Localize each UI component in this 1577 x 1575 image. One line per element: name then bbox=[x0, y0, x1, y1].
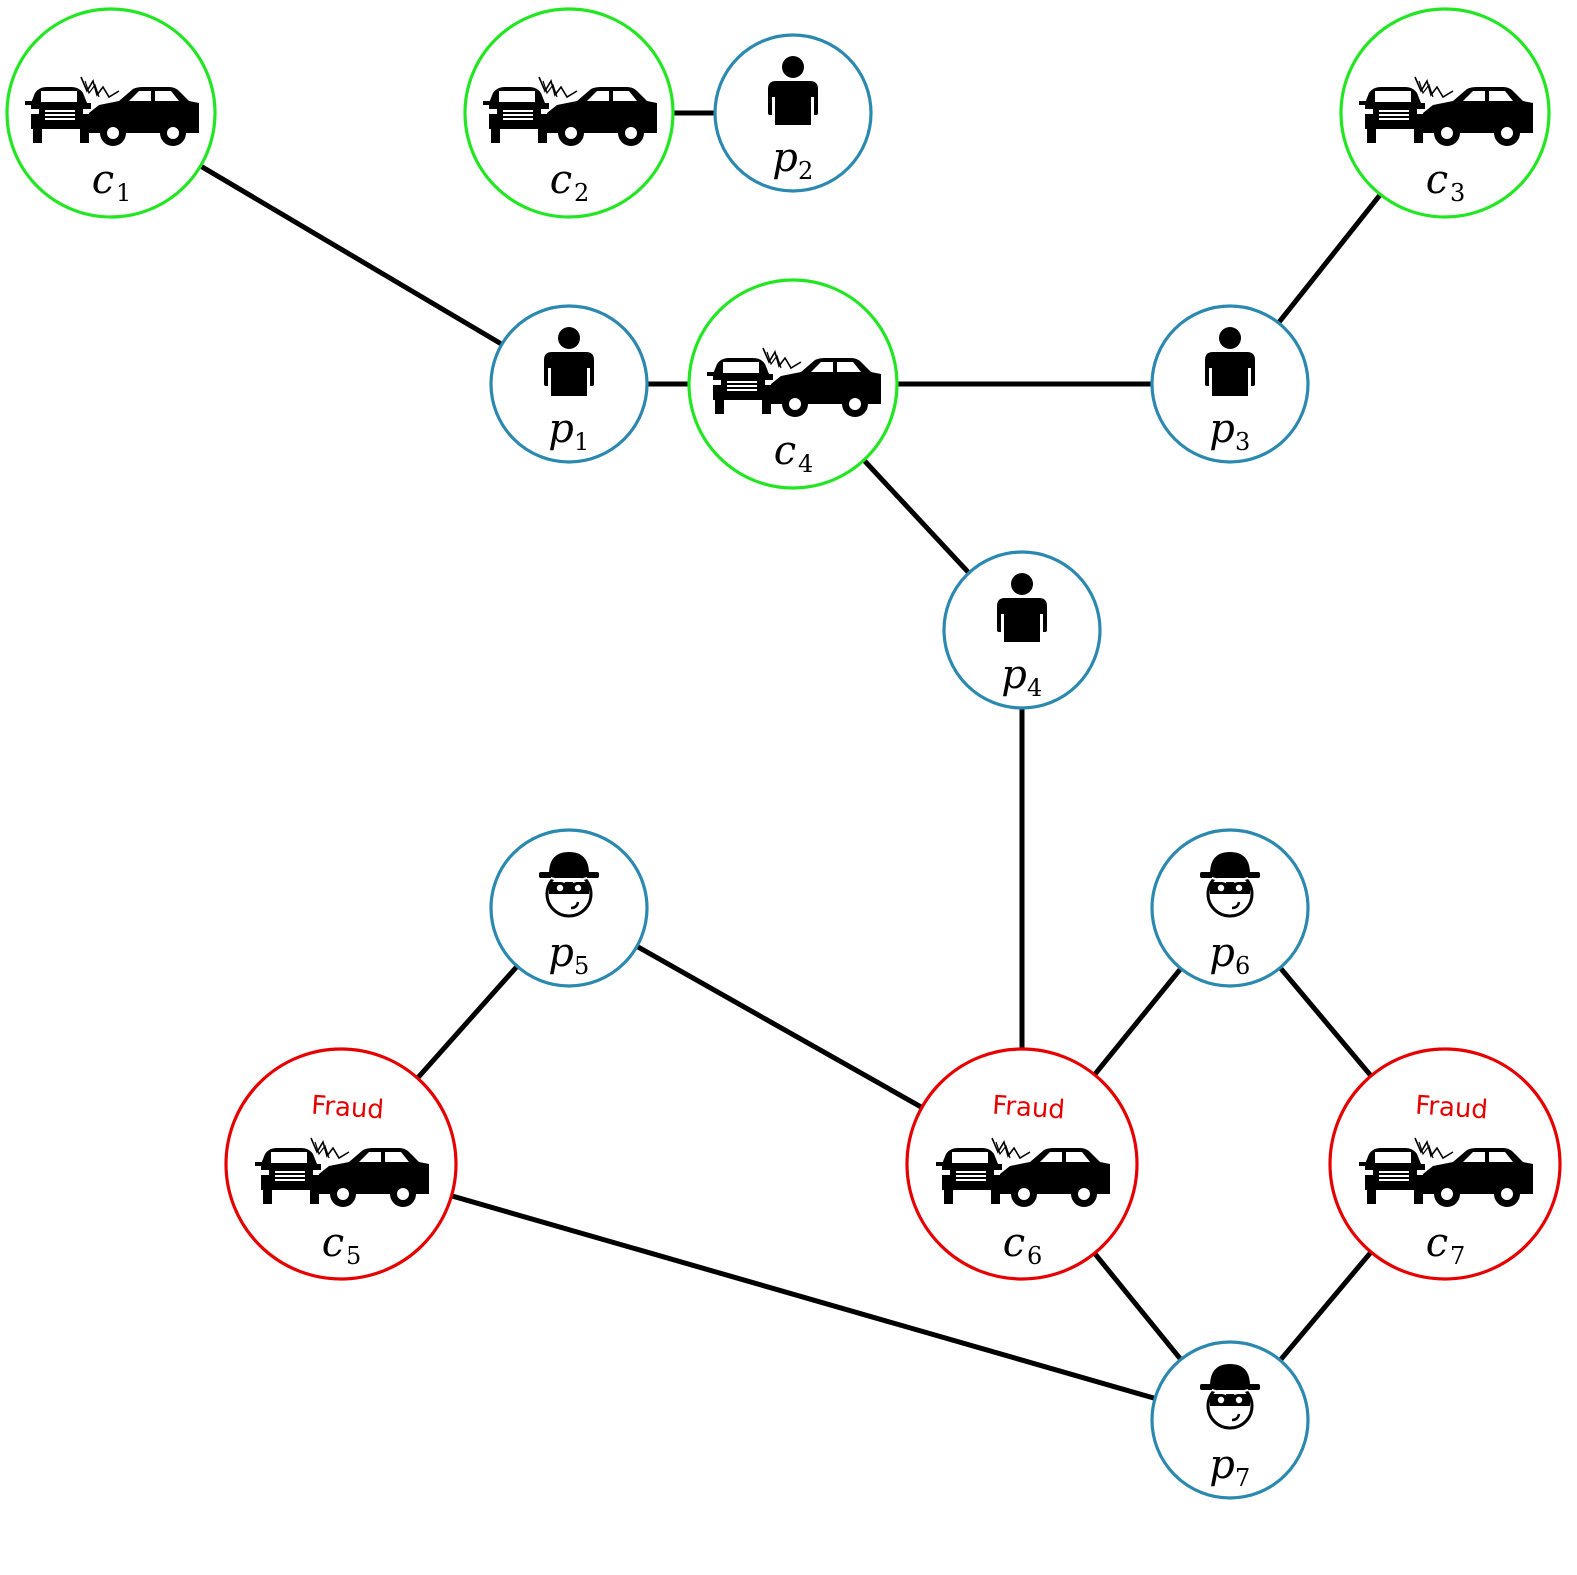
node-label: p bbox=[548, 406, 574, 452]
node-label: p bbox=[1209, 930, 1235, 976]
node-label: c bbox=[1426, 157, 1448, 203]
node-label-subscript: 5 bbox=[346, 1242, 361, 1270]
node-label-subscript: 7 bbox=[1235, 1464, 1250, 1492]
fraud-label: Fraud bbox=[991, 1091, 1066, 1126]
node-label: c bbox=[1426, 1220, 1448, 1266]
node-label-subscript: 4 bbox=[798, 450, 813, 478]
node-label-subscript: 4 bbox=[1027, 674, 1042, 702]
edge-c5-p7 bbox=[338, 1161, 1233, 1423]
node-label: p bbox=[1209, 1442, 1235, 1488]
node-label: c bbox=[322, 1220, 344, 1266]
node-label: c bbox=[1003, 1220, 1025, 1266]
node-label-subscript: 3 bbox=[1235, 428, 1250, 456]
node-label-subscript: 6 bbox=[1235, 952, 1250, 980]
node-label-subscript: 1 bbox=[574, 428, 589, 456]
node-label-subscript: 6 bbox=[1027, 1242, 1042, 1270]
fraud-label: Fraud bbox=[1414, 1091, 1489, 1126]
node-label: c bbox=[92, 157, 114, 203]
node-label: p bbox=[1001, 652, 1027, 698]
fraud-label: Fraud bbox=[310, 1091, 385, 1126]
node-label: c bbox=[550, 157, 572, 203]
node-label: p bbox=[772, 135, 798, 181]
node-label-subscript: 5 bbox=[574, 952, 589, 980]
node-label-subscript: 2 bbox=[798, 157, 813, 185]
node-label: c bbox=[774, 428, 796, 474]
node-label-subscript: 2 bbox=[574, 179, 589, 207]
node-label-subscript: 3 bbox=[1450, 179, 1465, 207]
node-label-subscript: 7 bbox=[1450, 1242, 1465, 1270]
node-label-subscript: 1 bbox=[116, 179, 131, 207]
node-label: p bbox=[1209, 406, 1235, 452]
node-label: p bbox=[548, 930, 574, 976]
